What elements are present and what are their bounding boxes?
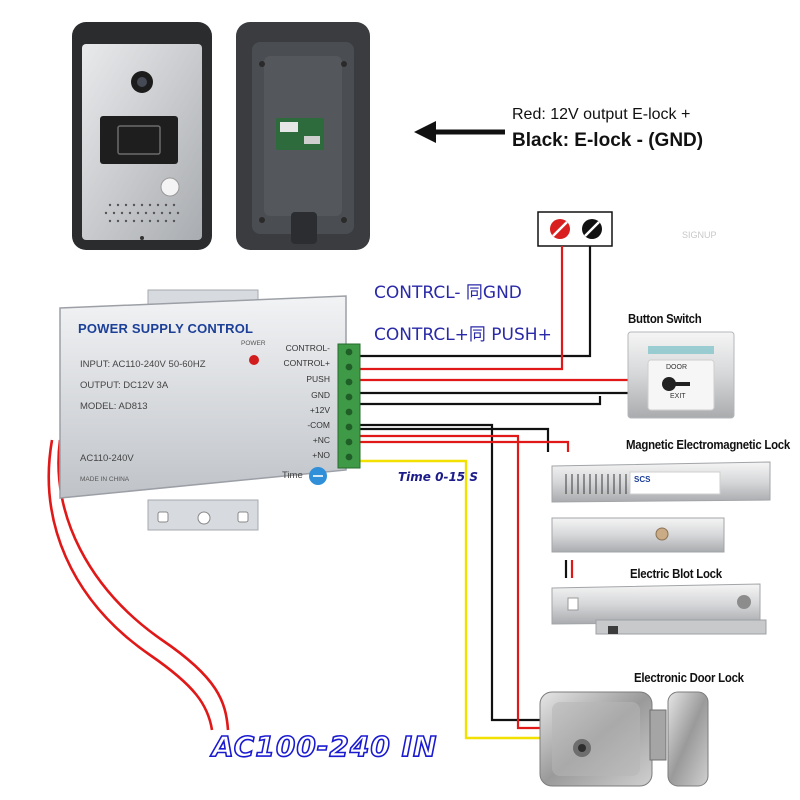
psu-made-in: MADE IN CHINA (80, 476, 130, 483)
terminal-label: +12V (309, 405, 330, 415)
pointer-arrow-icon (414, 121, 505, 143)
psu-output: OUTPUT: DC12V 3A (80, 380, 169, 391)
psu-ac-label: AC110-240V (80, 453, 134, 464)
red-wire-no-mag (356, 440, 570, 452)
black-wire-gnd (356, 246, 592, 358)
power-led-icon (249, 355, 259, 365)
wiring-note-black: Black: E-lock - (GND) (512, 130, 704, 151)
time-range-label: Time 0-15 S (398, 470, 478, 484)
psu-power-label: POWER (241, 340, 266, 347)
black-wire-nc-mag (356, 427, 550, 452)
terminal-label: CONTROL- (285, 343, 330, 353)
black-wire-gnd-2 (356, 396, 602, 406)
terminal-label: -COM (307, 420, 330, 430)
watermark: SIGNUP (682, 230, 717, 240)
yellow-wire-time (356, 459, 540, 740)
terminal-label: PUSH (306, 374, 330, 384)
ac-input-label: AC100-240 IN (211, 729, 438, 764)
red-wire-ac-2 (57, 439, 230, 731)
electronic-door-lock (539, 691, 709, 787)
red-wire-nc (356, 434, 540, 730)
doorbell-front-panel (72, 22, 212, 250)
electric-bolt-lock (551, 583, 767, 635)
mag-lock-brand: SCS (634, 475, 651, 484)
exit-button-switch (627, 331, 735, 419)
control-plus-label: CONTRCL+同 PUSH+ (374, 325, 552, 345)
psu-model: MODEL: AD813 (80, 401, 148, 412)
button-switch-label: Button Switch (628, 311, 702, 326)
power-supply-unit (59, 289, 361, 531)
door-lock-label: Electronic Door Lock (634, 670, 744, 685)
doorbell-back-panel (236, 22, 370, 250)
psu-time-label: Time (282, 470, 303, 481)
bolt-lock-label: Electric Blot Lock (630, 566, 722, 581)
black-wire-com (356, 423, 540, 722)
mag-lock-label: Magnetic Electromagnetic Lock (626, 437, 790, 452)
magnetic-lock (551, 461, 771, 553)
psu-title: POWER SUPPLY CONTROL (78, 321, 254, 336)
button-exit-text: EXIT (670, 393, 686, 400)
control-minus-label: CONTRCL- 同GND (374, 283, 522, 303)
terminal-label: CONTROL+ (283, 358, 330, 368)
terminal-label: +NC (312, 435, 330, 445)
red-wire-ac-1 (47, 439, 214, 731)
terminal-label: +NO (312, 450, 330, 460)
output-terminal-block (537, 211, 613, 247)
terminal-label: GND (311, 390, 330, 400)
red-wire-12v (356, 246, 564, 371)
wires (47, 246, 628, 740)
wiring-note-red: Red: 12V output E-lock + (512, 106, 691, 123)
button-door-text: DOOR (666, 364, 687, 371)
psu-input: INPUT: AC110-240V 50-60HZ (80, 359, 206, 370)
